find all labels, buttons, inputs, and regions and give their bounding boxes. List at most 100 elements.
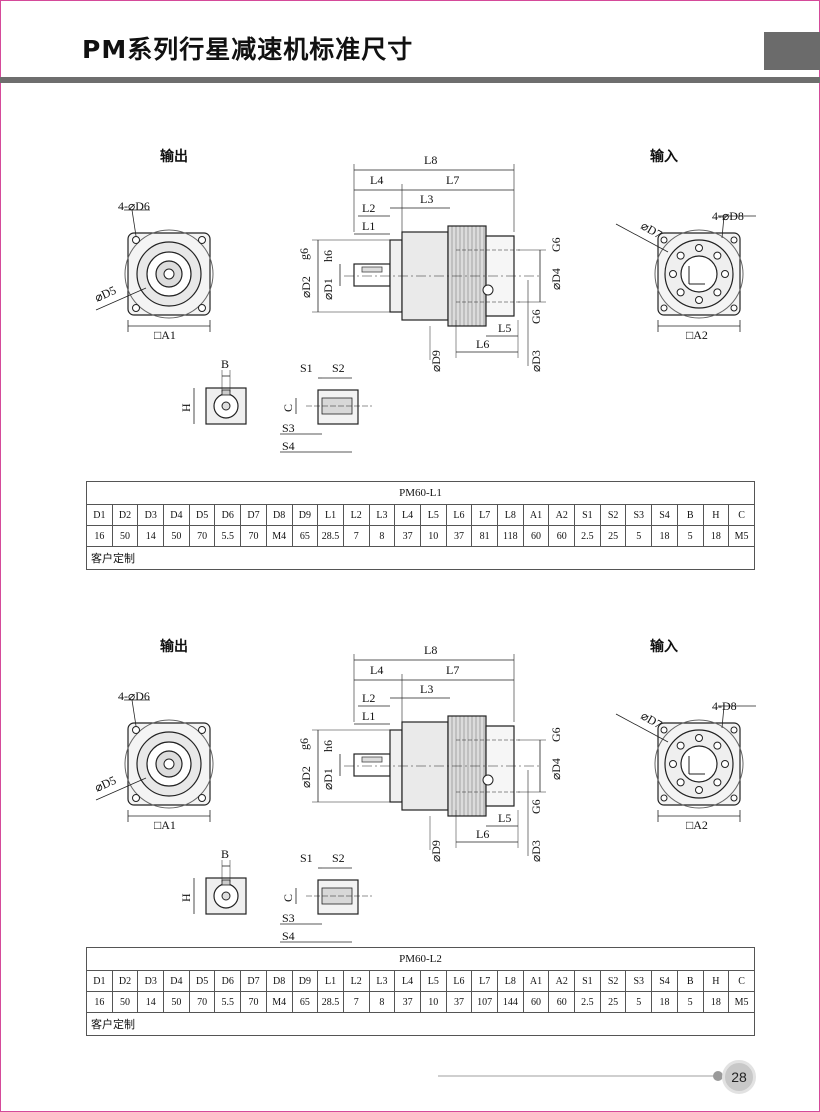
value-cell: 18 [702, 525, 730, 547]
value-cell: 8 [368, 525, 396, 547]
value-cell: 25 [599, 991, 627, 1013]
header-cell: S1 [574, 970, 601, 992]
value-cell: 60 [522, 991, 550, 1013]
model-name: PM60-L1 [86, 481, 755, 505]
model-name: PM60-L2 [86, 947, 755, 971]
header-cell: B [676, 504, 704, 526]
header-cell: S3 [625, 504, 653, 526]
value-cell: 70 [188, 525, 216, 547]
dim-d8: 4-D8 [712, 699, 737, 713]
value-cell: 81 [471, 525, 498, 547]
header-cell: D6 [214, 504, 242, 526]
value-cell: 65 [291, 991, 319, 1013]
header-cell: H [702, 504, 730, 526]
header-cell: S1 [574, 504, 601, 526]
header-cell: D6 [214, 970, 242, 992]
value-cell: 8 [368, 991, 396, 1013]
dim-b: B [221, 847, 229, 861]
dim-d9: ⌀D9 [429, 350, 443, 372]
header-cell: S2 [599, 970, 627, 992]
value-cell: 10 [419, 525, 447, 547]
dim-l5: L5 [498, 811, 511, 825]
value-cell: 18 [651, 525, 678, 547]
value-cell: 2.5 [574, 525, 601, 547]
header-cell: S4 [651, 504, 678, 526]
dim-d9: ⌀D9 [429, 840, 443, 862]
header-cell: D2 [111, 504, 139, 526]
dim-l1: L1 [362, 219, 375, 233]
value-cell: 28.5 [317, 525, 344, 547]
value-cell: 60 [548, 991, 576, 1013]
value-cell: 60 [522, 525, 550, 547]
header-cell: L1 [317, 970, 344, 992]
value-cell: 18 [651, 991, 678, 1013]
value-cell: M5 [728, 525, 755, 547]
title-rule [0, 77, 820, 83]
value-cell: 144 [497, 991, 524, 1013]
dim-l8: L8 [424, 643, 437, 657]
value-cell: 50 [163, 991, 190, 1013]
header-cell: L7 [471, 504, 498, 526]
header-cell: L8 [497, 504, 524, 526]
dim-d6: 4-⌀D6 [118, 199, 150, 213]
dim-a1: □A1 [154, 328, 176, 342]
value-cell: M4 [265, 525, 293, 547]
dim-l8: L8 [424, 153, 437, 167]
header-cell: A1 [522, 504, 550, 526]
value-cell: 65 [291, 525, 319, 547]
header-cell: L6 [445, 504, 473, 526]
header-cell: D4 [163, 504, 190, 526]
input-flange-view: □A2⌀D74-D8 [615, 699, 756, 832]
header-cell: A2 [548, 504, 576, 526]
header-cell: D7 [240, 504, 267, 526]
header-cell: C [728, 504, 755, 526]
header-cell: D8 [265, 504, 293, 526]
header-cell: D3 [137, 504, 165, 526]
dim-l2: L2 [362, 201, 375, 215]
header-cell: D1 [86, 970, 113, 992]
header-cell: L4 [394, 504, 421, 526]
header-cell: B [676, 970, 704, 992]
header-cell: D7 [240, 970, 267, 992]
page-title: PM系列行星减速机标准尺寸 [82, 35, 414, 64]
value-cell: 7 [342, 991, 370, 1013]
header-cell: H [702, 970, 730, 992]
dim-g6-bottom: G6 [529, 309, 543, 324]
value-cell: 5.5 [214, 525, 242, 547]
dim-g6: g6 [297, 248, 311, 260]
header-cell: L2 [342, 970, 370, 992]
output-flange-view: □A1⌀D54-⌀D6 [93, 199, 214, 342]
dim-g6-right: G6 [549, 237, 563, 252]
header-cell: D5 [188, 970, 216, 992]
dim-g6-bottom: G6 [529, 799, 543, 814]
value-cell: 50 [111, 991, 139, 1013]
footer-dot [713, 1071, 723, 1081]
dim-l3: L3 [420, 682, 433, 696]
header-cell: L6 [445, 970, 473, 992]
dim-h: H [179, 403, 193, 412]
value-cell: 10 [419, 991, 447, 1013]
dim-h: H [179, 893, 193, 902]
input-label: 输入 [650, 149, 678, 165]
corner-tab [764, 32, 820, 70]
output-label: 输出 [160, 149, 188, 165]
value-cell: 70 [240, 525, 267, 547]
value-cell: 14 [137, 991, 165, 1013]
dim-c: C [281, 894, 295, 902]
dim-s3: S3 [282, 911, 295, 925]
dim-g6: g6 [297, 738, 311, 750]
dim-b: B [221, 357, 229, 371]
header-cell: L3 [368, 504, 396, 526]
header-cell: L5 [419, 970, 447, 992]
dim-s3: S3 [282, 421, 295, 435]
page-number: 28 [722, 1060, 756, 1094]
header-cell: L8 [497, 970, 524, 992]
value-cell: 37 [445, 991, 473, 1013]
dim-l5: L5 [498, 321, 511, 335]
dim-d3: ⌀D3 [529, 840, 543, 862]
